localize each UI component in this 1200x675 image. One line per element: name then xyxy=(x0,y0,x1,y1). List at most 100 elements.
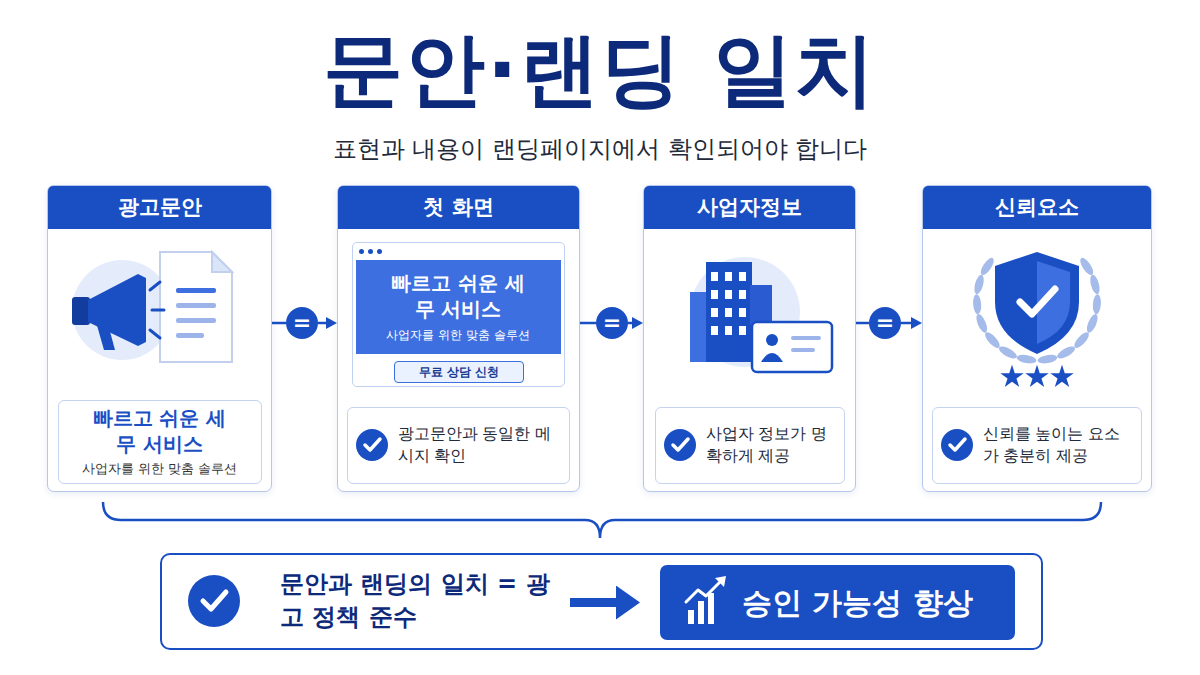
check-circle xyxy=(356,429,388,461)
window xyxy=(711,290,718,299)
shield-icon xyxy=(995,252,1079,354)
sound-lines xyxy=(150,282,164,338)
result-box: 승인 가능성 향상 xyxy=(660,565,1015,640)
flow-arrow xyxy=(580,322,596,325)
equals-circle: = xyxy=(596,307,628,339)
icon-backdrop xyxy=(690,257,800,367)
laurel-leaf xyxy=(1092,294,1101,315)
equals-circle: = xyxy=(869,307,901,339)
equals-sign: = xyxy=(293,312,311,334)
subtext: 사업자를 위한 맞춤 솔루션 xyxy=(82,461,237,478)
window xyxy=(739,308,746,317)
card-header: 첫 화면 xyxy=(338,186,579,229)
headline: 빠르고 쉬운 세무 서비스 xyxy=(388,270,528,322)
check-box: 사업자 정보가 명확하게 제공 xyxy=(655,407,845,484)
step-card: 첫 화면빠르고 쉬운 세무 서비스사업자를 위한 맞춤 솔루션무료 상담 신청광… xyxy=(337,185,580,492)
card-header: 광고문안 xyxy=(48,186,271,229)
shield-highlight xyxy=(1037,261,1070,344)
illustrations xyxy=(72,252,1102,627)
card-header: 신뢰요소 xyxy=(923,186,1151,229)
laurel-leaf xyxy=(1085,313,1100,335)
check-circle xyxy=(188,575,240,627)
shield-check xyxy=(1020,289,1055,314)
subtitle: 표현과 내용이 랜딩페이지에서 확인되어야 합니다 xyxy=(0,133,1200,167)
growth-chart-icon xyxy=(686,576,726,624)
window xyxy=(739,272,746,281)
icon-backdrop xyxy=(72,260,172,360)
window xyxy=(725,272,732,281)
window xyxy=(711,272,718,281)
document-icon xyxy=(160,252,232,362)
summary-text: 문안과 랜딩의 일치 = 광고 정책 준수 xyxy=(280,568,550,635)
laurel-leaf xyxy=(1037,353,1058,364)
browser-dot xyxy=(377,249,382,254)
chart-trend xyxy=(686,580,722,602)
window xyxy=(711,308,718,317)
check-badge xyxy=(941,429,973,461)
card-title: 광고문안 xyxy=(118,195,202,220)
laurel-leaf xyxy=(972,294,981,315)
card-title: 신뢰요소 xyxy=(995,195,1079,220)
headline: 빠르고 쉬운 세무 서비스 xyxy=(90,405,230,457)
laurel-leaf xyxy=(978,256,996,277)
megaphone-icon xyxy=(88,274,146,346)
card-title: 첫 화면 xyxy=(423,195,493,220)
cta-button: 무료 상담 신청 xyxy=(394,361,524,383)
check-badge xyxy=(188,575,240,627)
building-icon xyxy=(706,262,752,362)
flow-arrow xyxy=(856,322,869,325)
browser-mockup: 빠르고 쉬운 세무 서비스사업자를 위한 맞춤 솔루션무료 상담 신청 xyxy=(352,242,565,387)
check-box: 광고문안과 동일한 메시지 확인 xyxy=(347,407,570,484)
person-head xyxy=(766,334,778,346)
megaphone-handle xyxy=(96,322,115,350)
document-fold xyxy=(212,252,232,272)
check-text: 신뢰를 높이는 요소가 충분히 제공 xyxy=(983,423,1135,468)
flow-arrow xyxy=(272,322,286,325)
title-block: 문안·랜딩 일치 xyxy=(0,24,1200,116)
laurel-leaf xyxy=(997,344,1018,361)
building-wing xyxy=(750,285,772,325)
laurel-leaf xyxy=(1072,330,1091,350)
equals-circle: = xyxy=(286,307,318,339)
check-mark xyxy=(950,439,965,450)
document-line xyxy=(176,333,204,338)
summary-box: 문안과 랜딩의 일치 = 광고 정책 준수 승인 가능성 향상 xyxy=(160,553,1043,650)
ad-copy-box: 빠르고 쉬운 세무 서비스사업자를 위한 맞춤 솔루션 xyxy=(58,400,262,484)
window xyxy=(739,290,746,299)
building-wing xyxy=(690,292,708,362)
document-line xyxy=(176,318,216,323)
star xyxy=(1025,365,1048,387)
equals-sign: = xyxy=(603,312,621,334)
card-header: 사업자정보 xyxy=(644,186,855,229)
chart-bar xyxy=(698,601,704,624)
check-mark xyxy=(365,439,380,450)
laurel-wreath xyxy=(972,256,1101,365)
check-badge xyxy=(356,429,388,461)
subtext: 사업자를 위한 맞춤 솔루션 xyxy=(386,328,529,344)
hero-panel: 빠르고 쉬운 세무 서비스사업자를 위한 맞춤 솔루션 xyxy=(356,260,561,354)
flow-arrow xyxy=(570,598,616,607)
check-mark xyxy=(673,439,688,450)
card-title: 사업자정보 xyxy=(697,195,802,220)
flow-arrow xyxy=(318,322,326,325)
chart-arrow xyxy=(715,576,726,587)
chart-bar xyxy=(708,593,714,624)
check-badge xyxy=(664,429,696,461)
equals-sign: = xyxy=(876,312,894,334)
id-line xyxy=(791,336,821,340)
check-circle xyxy=(664,429,696,461)
id-line xyxy=(791,348,815,352)
button-label: 무료 상담 신청 xyxy=(419,365,499,379)
flow-arrow xyxy=(901,322,911,325)
flow-arrow xyxy=(628,322,632,325)
step-card: 광고문안빠르고 쉬운 세무 서비스사업자를 위한 맞춤 솔루션 xyxy=(47,185,272,492)
check-text: 광고문안과 동일한 메시지 확인 xyxy=(398,423,563,468)
rating-stars xyxy=(1000,365,1073,387)
star xyxy=(1000,365,1023,387)
laurel-leaf xyxy=(973,274,986,295)
result-text: 승인 가능성 향상 xyxy=(742,585,973,621)
window xyxy=(725,290,732,299)
laurel-leaf xyxy=(1078,256,1096,277)
window xyxy=(725,308,732,317)
